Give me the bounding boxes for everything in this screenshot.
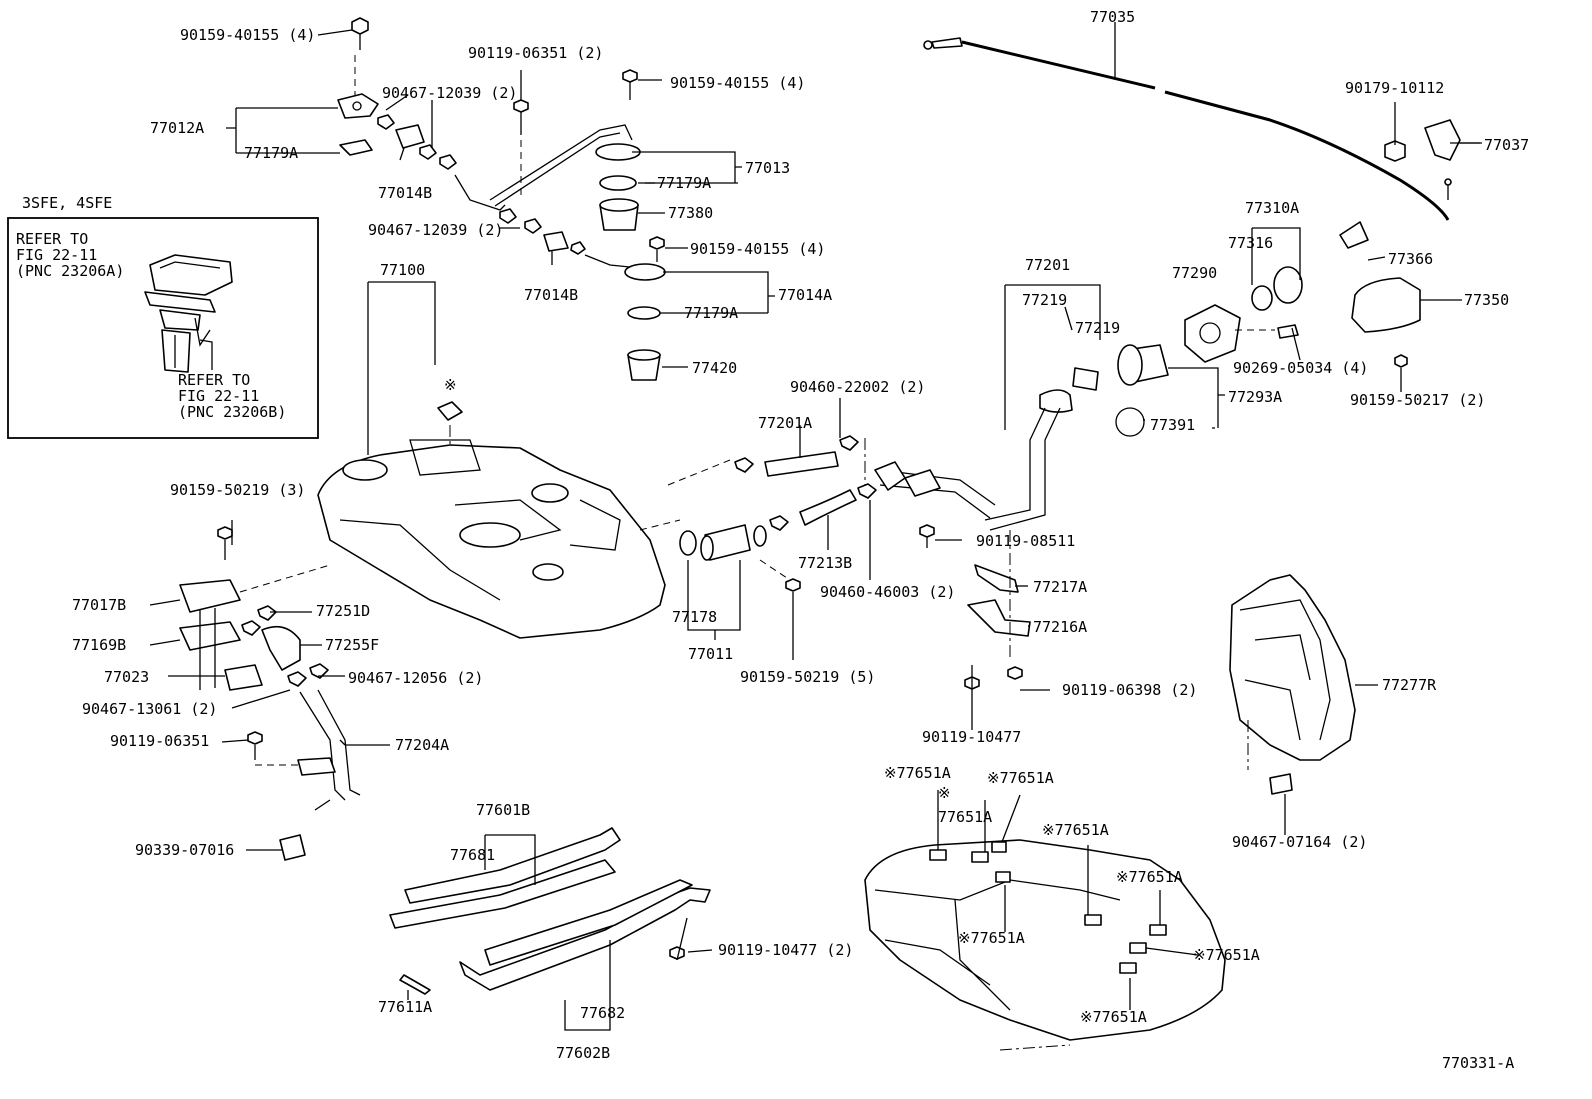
label-90159-40155-b: 90159-40155 (4) bbox=[670, 74, 805, 92]
label-90269-05034: 90269-05034 (4) bbox=[1233, 359, 1368, 377]
label-77179A-a: 77179A bbox=[244, 144, 298, 162]
label-77201: 77201 bbox=[1025, 256, 1070, 274]
label-77216A: 77216A bbox=[1033, 618, 1087, 636]
label-77017B: 77017B bbox=[72, 596, 126, 614]
label-77651A-5: ※77651A bbox=[1116, 868, 1183, 886]
label-77179A-c: 77179A bbox=[684, 304, 738, 322]
label-77602B: 77602B bbox=[556, 1044, 610, 1062]
fuel-tank-protector-77277R bbox=[1229, 574, 1356, 795]
label-77037: 77037 bbox=[1484, 136, 1529, 154]
label-77310A: 77310A bbox=[1245, 199, 1299, 217]
label-90467-07164: 90467-07164 (2) bbox=[1232, 833, 1367, 851]
label-90460-46003: 90460-46003 (2) bbox=[820, 583, 955, 601]
label-77251D: 77251D bbox=[316, 602, 370, 620]
label-77611A: 77611A bbox=[378, 998, 432, 1016]
label-77011: 77011 bbox=[688, 645, 733, 663]
label-77290: 77290 bbox=[1172, 264, 1217, 282]
label-77316: 77316 bbox=[1228, 234, 1273, 252]
fuel-tank-pad-view bbox=[864, 790, 1226, 1051]
label-90467-12039-b: 90467-12039 (2) bbox=[368, 221, 503, 239]
fuel-pump-bracket-assembly bbox=[179, 526, 361, 861]
asterisk-mark-pad: ※ bbox=[938, 784, 951, 802]
label-77277R: 77277R bbox=[1382, 676, 1437, 694]
inset-ref2-line1: REFER TO bbox=[178, 371, 250, 389]
sender-gauge-assembly bbox=[226, 17, 775, 381]
label-77651A-8: ※77651A bbox=[1080, 1008, 1147, 1026]
label-77178: 77178 bbox=[672, 608, 717, 626]
label-77682: 77682 bbox=[580, 1004, 625, 1022]
label-77391: 77391 bbox=[1150, 416, 1195, 434]
label-90159-40155-c: 90159-40155 (4) bbox=[690, 240, 825, 258]
label-77601B: 77601B bbox=[476, 801, 530, 819]
label-77255F: 77255F bbox=[325, 636, 379, 654]
label-77651A-2: ※77651A bbox=[987, 769, 1054, 787]
label-77293A: 77293A bbox=[1228, 388, 1282, 406]
label-90159-50219-b: 90159-50219 (5) bbox=[740, 668, 875, 686]
inset-ref2-line2: FIG 22-11 bbox=[178, 387, 259, 405]
label-90179-10112: 90179-10112 bbox=[1345, 79, 1444, 97]
label-77366: 77366 bbox=[1388, 250, 1433, 268]
inlet-hose-assembly bbox=[679, 515, 801, 660]
fuel-filler-pipe-assembly bbox=[734, 221, 1421, 710]
label-77014B-b: 77014B bbox=[524, 286, 578, 304]
fuel-pump-assembly-illustration bbox=[144, 254, 233, 373]
part-number-labels: 90159-40155 (4) 90119-06351 (2) 90467-12… bbox=[16, 8, 1529, 1072]
label-77380: 77380 bbox=[668, 204, 713, 222]
label-77651A-6: ※77651A bbox=[958, 929, 1025, 947]
inset-ref1-line1: REFER TO bbox=[16, 230, 88, 248]
label-77213B: 77213B bbox=[798, 554, 852, 572]
fuel-tank-77100 bbox=[239, 281, 731, 639]
label-77219-b: 77219 bbox=[1075, 319, 1120, 337]
inset-title: 3SFE, 4SFE bbox=[22, 194, 112, 212]
label-77035: 77035 bbox=[1090, 8, 1135, 26]
label-77420: 77420 bbox=[692, 359, 737, 377]
inset-3sfe-4sfe bbox=[7, 217, 319, 439]
label-90119-06351-b: 90119-06351 bbox=[110, 732, 209, 750]
leader-lines bbox=[149, 29, 1482, 1000]
label-90119-06351-a: 90119-06351 (2) bbox=[468, 44, 603, 62]
label-77651A-1: ※77651A bbox=[884, 764, 951, 782]
label-90339-07016: 90339-07016 bbox=[135, 841, 234, 859]
label-90119-10477-b: 90119-10477 (2) bbox=[718, 941, 853, 959]
label-77100: 77100 bbox=[380, 261, 425, 279]
label-90467-13061: 90467-13061 (2) bbox=[82, 700, 217, 718]
fuel-lid-opener-cable bbox=[923, 22, 1480, 221]
label-90119-06398: 90119-06398 (2) bbox=[1062, 681, 1197, 699]
label-77219-a: 77219 bbox=[1022, 291, 1067, 309]
label-77204A: 77204A bbox=[395, 736, 449, 754]
label-77014A: 77014A bbox=[778, 286, 832, 304]
inset-ref1-line3: (PNC 23206A) bbox=[16, 262, 124, 280]
label-77217A: 77217A bbox=[1033, 578, 1087, 596]
label-77012A: 77012A bbox=[150, 119, 204, 137]
label-77179A-b: 77179A bbox=[657, 174, 711, 192]
label-77169B: 77169B bbox=[72, 636, 126, 654]
label-77651A-7: ※77651A bbox=[1193, 946, 1260, 964]
inset-ref1-line2: FIG 22-11 bbox=[16, 246, 97, 264]
label-77350: 77350 bbox=[1464, 291, 1509, 309]
label-77651A-4: ※77651A bbox=[1042, 821, 1109, 839]
label-90460-22002: 90460-22002 (2) bbox=[790, 378, 925, 396]
label-77681: 77681 bbox=[450, 846, 495, 864]
label-77651A-3: 77651A bbox=[938, 808, 992, 826]
label-90159-40155-a: 90159-40155 (4) bbox=[180, 26, 315, 44]
label-77023: 77023 bbox=[104, 668, 149, 686]
label-77014B-a: 77014B bbox=[378, 184, 432, 202]
label-90467-12039-a: 90467-12039 (2) bbox=[382, 84, 517, 102]
fuel-tank-straps bbox=[389, 827, 711, 1031]
label-90467-12056: 90467-12056 (2) bbox=[348, 669, 483, 687]
label-90119-08511: 90119-08511 bbox=[976, 532, 1075, 550]
label-77013: 77013 bbox=[745, 159, 790, 177]
inset-ref2-line3: (PNC 23206B) bbox=[178, 403, 286, 421]
asterisk-mark-tank: ※ bbox=[444, 376, 457, 394]
label-90159-50219-a: 90159-50219 (3) bbox=[170, 481, 305, 499]
label-90159-50217: 90159-50217 (2) bbox=[1350, 391, 1485, 409]
label-90119-10477-a: 90119-10477 bbox=[922, 728, 1021, 746]
label-77201A: 77201A bbox=[758, 414, 812, 432]
figure-id: 770331-A bbox=[1442, 1054, 1514, 1072]
